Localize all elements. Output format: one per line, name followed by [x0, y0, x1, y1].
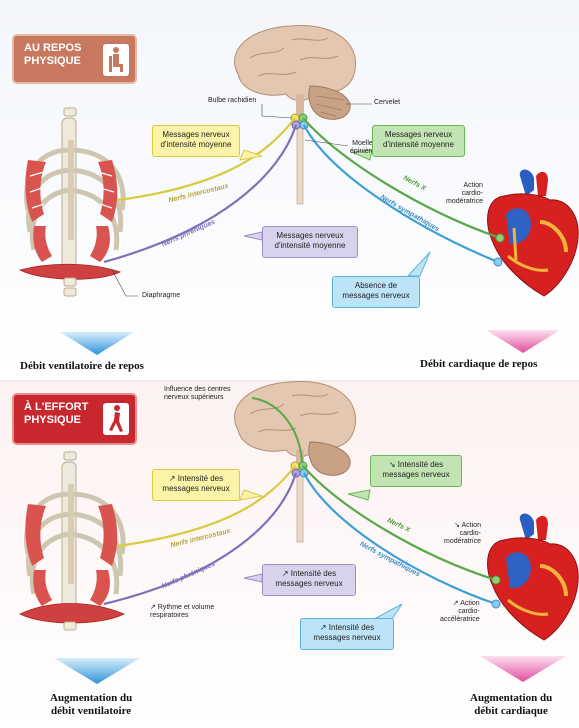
sitting-person-icon — [103, 44, 129, 76]
walking-person-icon — [103, 403, 129, 435]
label-diaphragme: Diaphragme — [142, 292, 180, 300]
down-arrow-icon — [60, 332, 134, 355]
header-effort: À L'EFFORT PHYSIQUE — [12, 393, 137, 445]
spinal-cord — [297, 124, 303, 204]
spinal-cord — [297, 472, 303, 542]
ribcage-icon — [20, 108, 123, 296]
label-cervelet: Cervelet — [374, 99, 400, 107]
header-rest: AU REPOS PHYSIQUE — [12, 34, 137, 84]
output-cardiac-rest: Débit cardiaque de repos — [420, 358, 537, 371]
heart-icon — [488, 170, 579, 297]
header-rest-line1: AU REPOS — [24, 42, 97, 55]
header-effort-line2: PHYSIQUE — [24, 414, 97, 427]
heart-icon — [488, 514, 579, 641]
output-ventilatory-rest: Débit ventilatoire de repos — [20, 360, 144, 373]
header-rest-line2: PHYSIQUE — [24, 55, 97, 68]
header-effort-line1: À L'EFFORT — [24, 401, 97, 414]
brain-icon — [235, 25, 356, 124]
label-bulbe: Bulbe rachidien — [208, 97, 256, 105]
down-arrow-icon — [480, 656, 566, 682]
brain-icon — [235, 381, 356, 475]
down-arrow-icon — [54, 658, 140, 684]
down-arrow-icon — [486, 330, 560, 353]
